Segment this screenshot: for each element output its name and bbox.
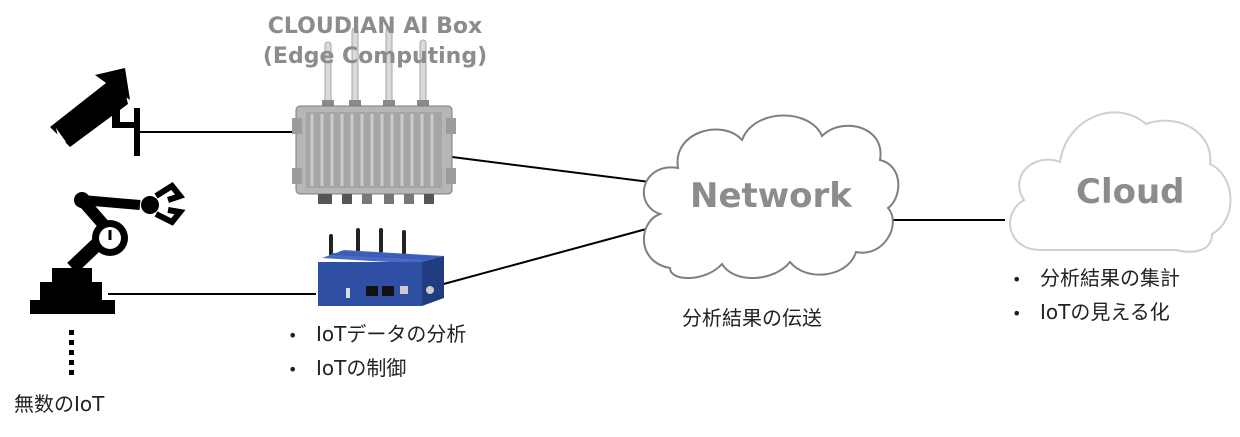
- network-label: Network: [690, 176, 852, 216]
- edge-box-bullet: IoTの制御: [288, 352, 466, 386]
- edge-box-bullet-list: IoTデータの分析 IoTの制御: [288, 318, 466, 386]
- cloud-label: Cloud: [1076, 172, 1185, 212]
- edge-to-network-line: [451, 156, 651, 183]
- cloud-bullet: 分析結果の集計: [1012, 262, 1180, 296]
- more-iot-ellipsis-icon: [69, 330, 74, 375]
- mini-pc-device-icon: [318, 228, 444, 306]
- cloud-shape: [1009, 111, 1232, 253]
- robot-arm-icon: [30, 182, 186, 314]
- edge-box-title-line1: CLOUDIAN AI Box: [267, 14, 483, 39]
- security-camera-icon: [50, 68, 140, 156]
- edge-box-title: CLOUDIAN AI Box (Edge Computing): [250, 12, 500, 72]
- network-cloud-shape: [642, 114, 900, 280]
- edge-box-title-line2: (Edge Computing): [262, 44, 488, 69]
- edge-box-bullet: IoTデータの分析: [288, 318, 466, 352]
- cloud-bullet: IoTの見える化: [1012, 296, 1180, 330]
- minipc-to-network-line: [439, 227, 651, 286]
- iot-label: 無数のIoT: [14, 392, 105, 416]
- network-caption: 分析結果の伝送: [682, 306, 822, 330]
- cloud-bullet-list: 分析結果の集計 IoTの見える化: [1012, 262, 1180, 330]
- edge-box-device-icon: [292, 27, 456, 204]
